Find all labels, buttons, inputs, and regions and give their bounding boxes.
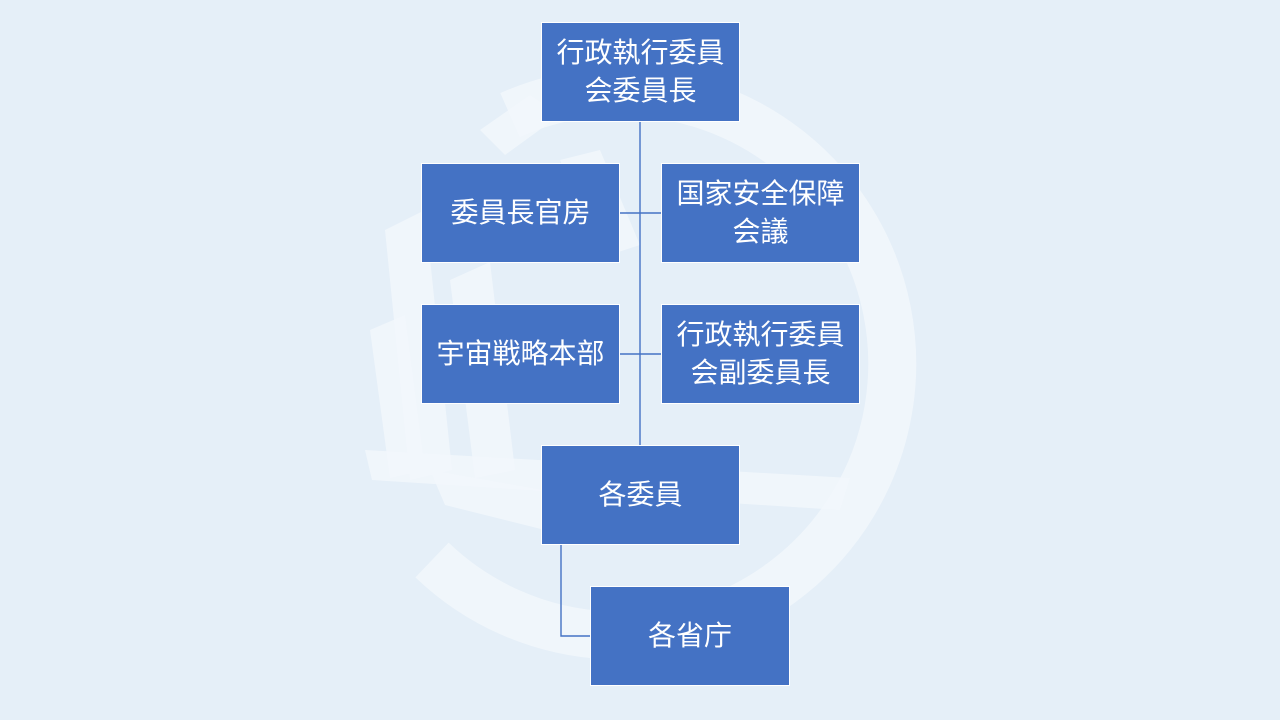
node-national-security-council: 国家安全保障 会議	[661, 163, 860, 263]
node-space-strategy-hq: 宇宙戦略本部	[421, 304, 620, 404]
node-ministries: 各省庁	[590, 586, 790, 686]
connector-ministries	[560, 545, 590, 637]
node-secretariat: 委員長官房	[421, 163, 620, 263]
node-vice-chairman: 行政執行委員 会副委員長	[661, 304, 860, 404]
node-members: 各委員	[541, 445, 740, 545]
node-chairman: 行政執行委員 会委員長	[541, 22, 740, 122]
